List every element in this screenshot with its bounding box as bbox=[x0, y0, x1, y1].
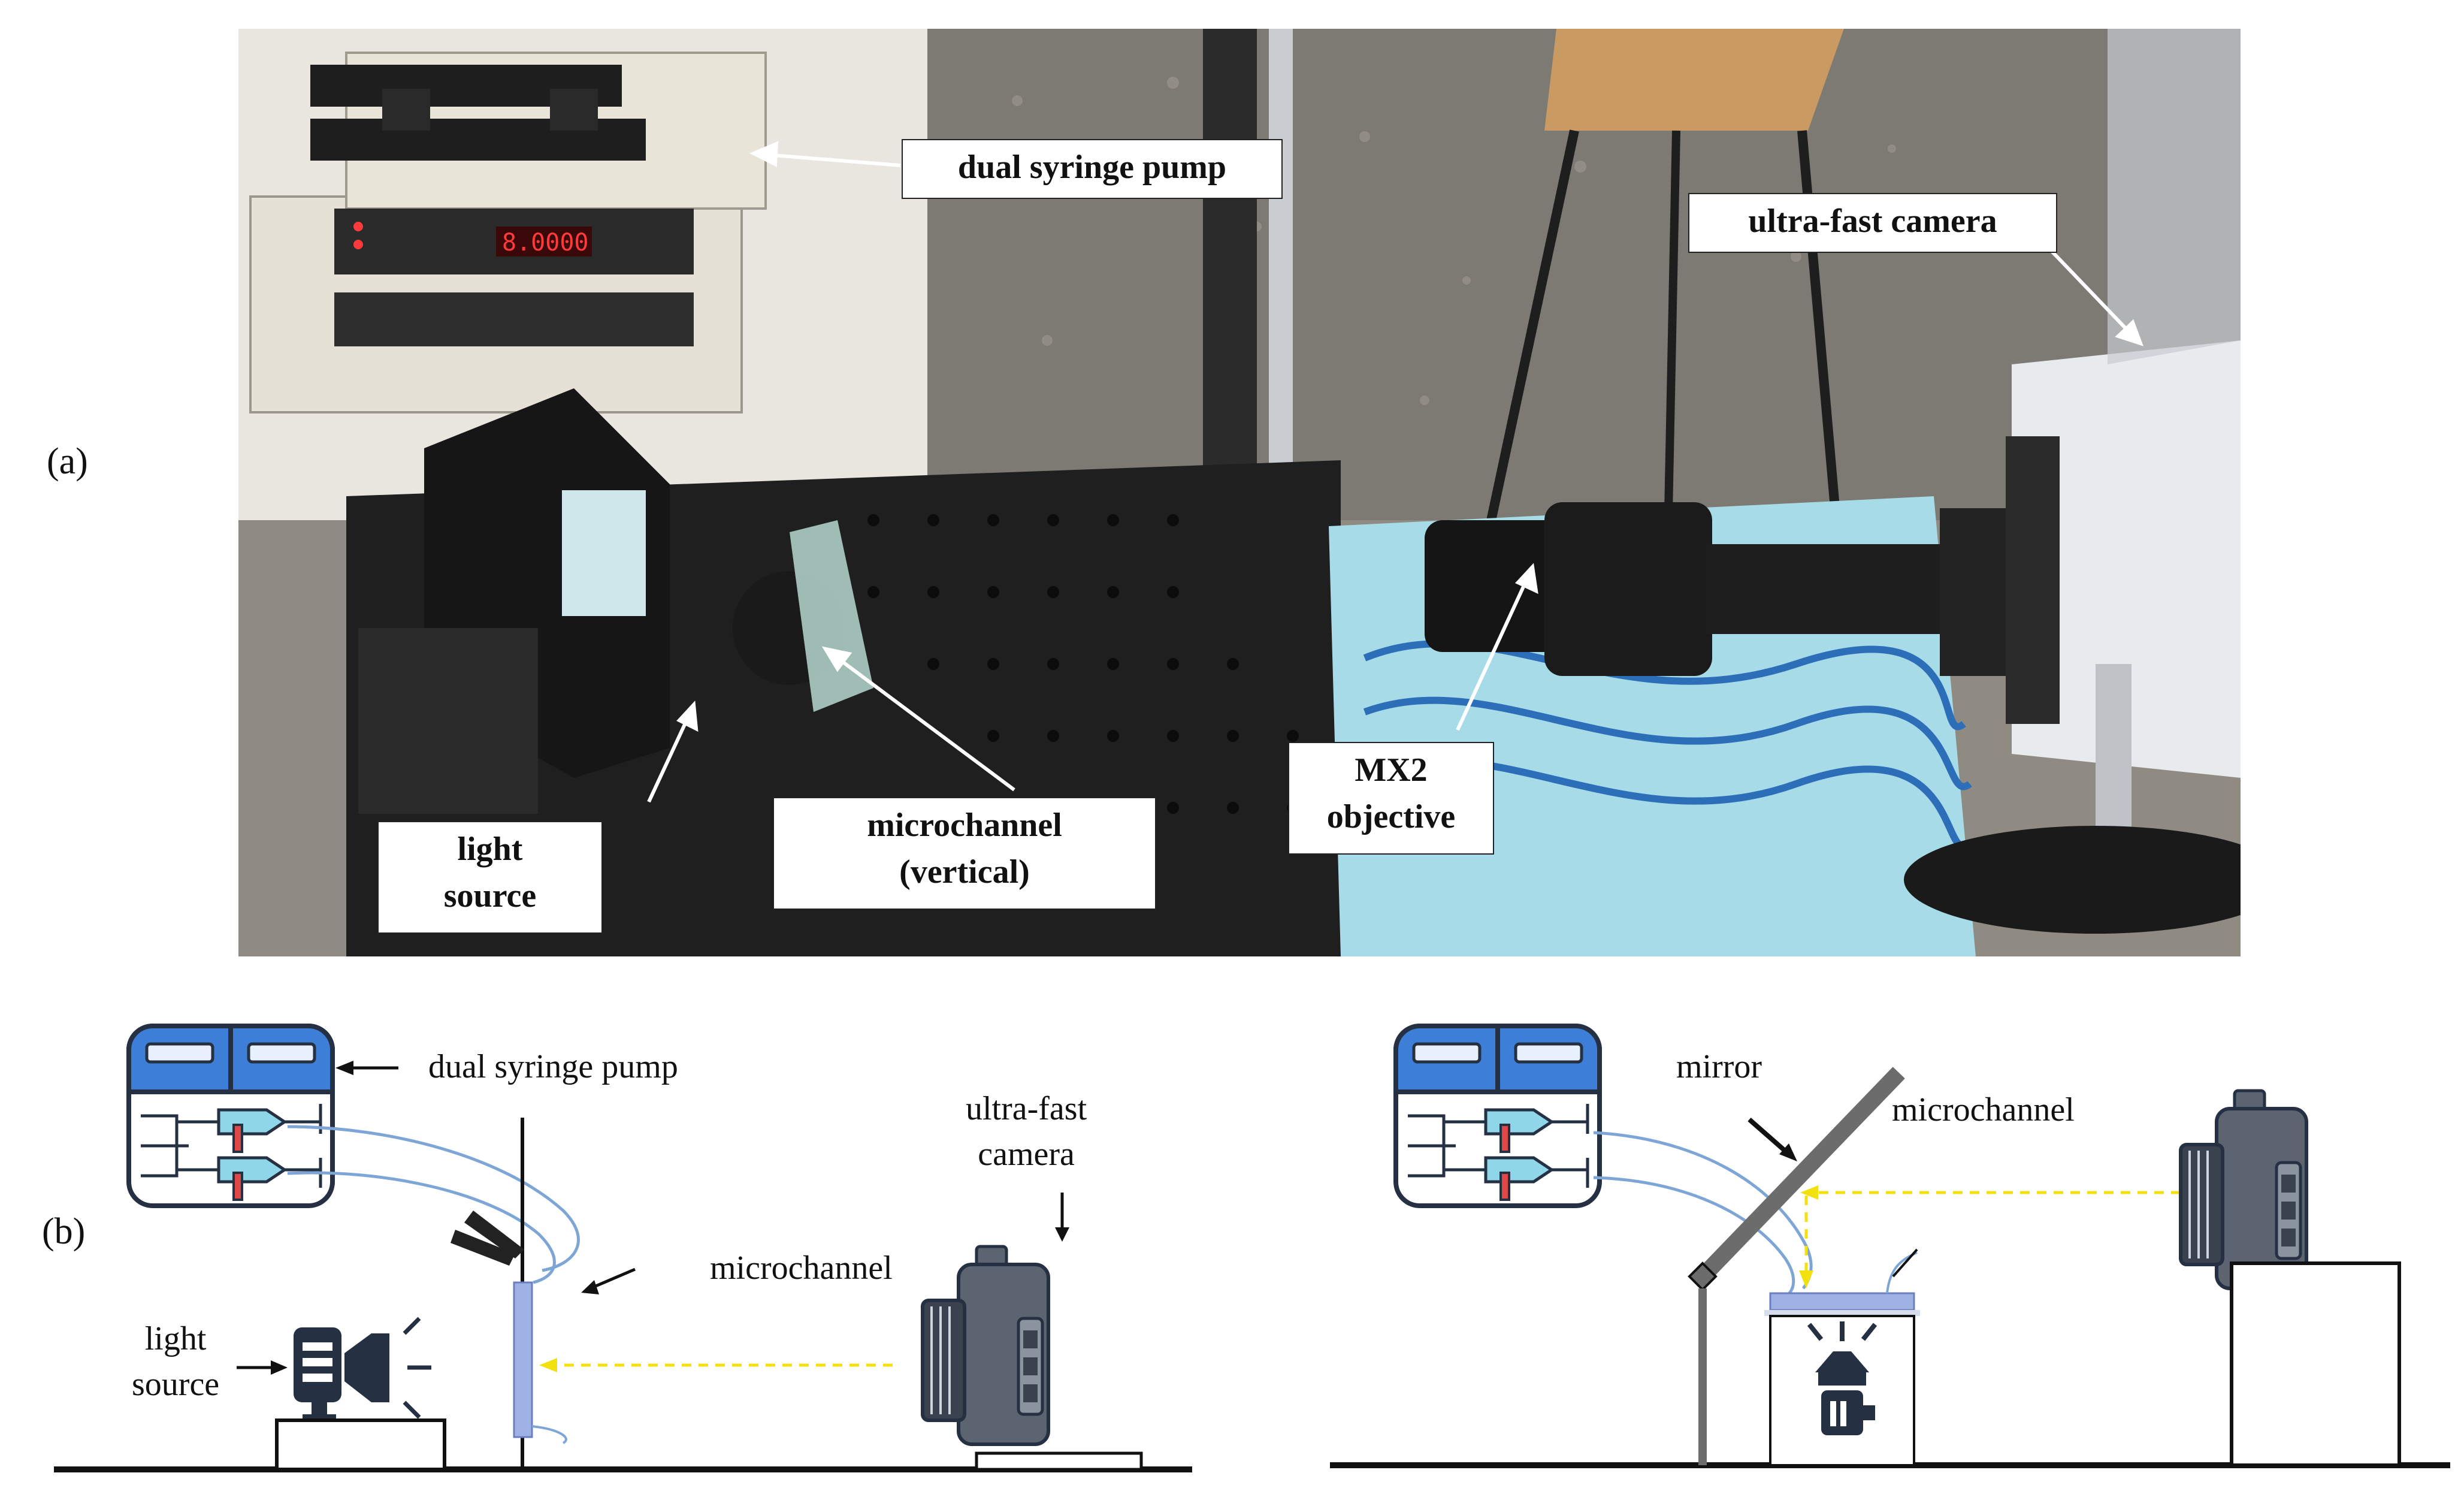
lab-setup-photo: 8.0000 bbox=[238, 29, 2241, 956]
right-camera-icon bbox=[2181, 1091, 2306, 1288]
callout-light-line2: source bbox=[443, 877, 537, 914]
left-light-line1: light bbox=[144, 1320, 207, 1357]
right-microchannel bbox=[1769, 1292, 1915, 1311]
callout-microchannel-vertical: microchannel (vertical) bbox=[773, 797, 1156, 910]
left-light-line2: source bbox=[132, 1366, 220, 1403]
right-label-mirror: mirror bbox=[1676, 1048, 1762, 1085]
syringe-pump: 8.0000 bbox=[249, 52, 767, 414]
left-label-dual-syringe-pump: dual syringe pump bbox=[428, 1048, 678, 1085]
left-stand bbox=[275, 1418, 446, 1471]
light-source-icon bbox=[294, 1317, 431, 1421]
right-camera-stand bbox=[2230, 1261, 2401, 1467]
left-syringe-pump-icon bbox=[129, 1026, 332, 1206]
right-light-source-icon bbox=[1807, 1321, 1878, 1435]
schematic-diagrams bbox=[54, 971, 2450, 1472]
right-label-microchannel: microchannel bbox=[1892, 1091, 2075, 1128]
left-camera-line1: ultra-fast bbox=[966, 1090, 1087, 1127]
pump-display-readout: 8.0000 bbox=[502, 229, 589, 256]
callout-dual-syringe-pump: dual syringe pump bbox=[902, 139, 1283, 199]
objective-and-camera bbox=[1425, 29, 2241, 934]
callout-mx2-objective: MX2 objective bbox=[1288, 742, 1494, 855]
left-label-light-source: light source bbox=[132, 1316, 219, 1407]
callout-objective-line1: MX2 bbox=[1355, 751, 1428, 789]
callout-channel-line2: (vertical) bbox=[899, 853, 1030, 891]
callout-ultra-fast-camera: ultra-fast camera bbox=[1688, 193, 2057, 253]
right-syringe-pump-icon bbox=[1396, 1026, 1600, 1206]
panel-label-b: (b) bbox=[42, 1211, 86, 1252]
left-camera-line2: camera bbox=[978, 1136, 1075, 1173]
photo-pointer-arrows bbox=[647, 141, 2143, 803]
left-microchannel bbox=[513, 1281, 533, 1438]
callout-light-source: light source bbox=[377, 821, 603, 934]
panel-label-a: (a) bbox=[47, 441, 88, 482]
mirror bbox=[1691, 1067, 1905, 1288]
left-label-ultra-fast-camera: ultra-fast camera bbox=[966, 1086, 1087, 1177]
light-source-unit bbox=[358, 388, 670, 814]
clamp-icon bbox=[451, 1211, 524, 1266]
callout-channel-line1: microchannel bbox=[867, 807, 1062, 844]
microchannel-holder bbox=[733, 520, 873, 712]
callout-light-line1: light bbox=[457, 831, 523, 868]
callout-objective-line2: objective bbox=[1326, 798, 1456, 835]
left-label-microchannel: microchannel bbox=[710, 1249, 893, 1287]
left-camera-icon bbox=[923, 1246, 1048, 1444]
